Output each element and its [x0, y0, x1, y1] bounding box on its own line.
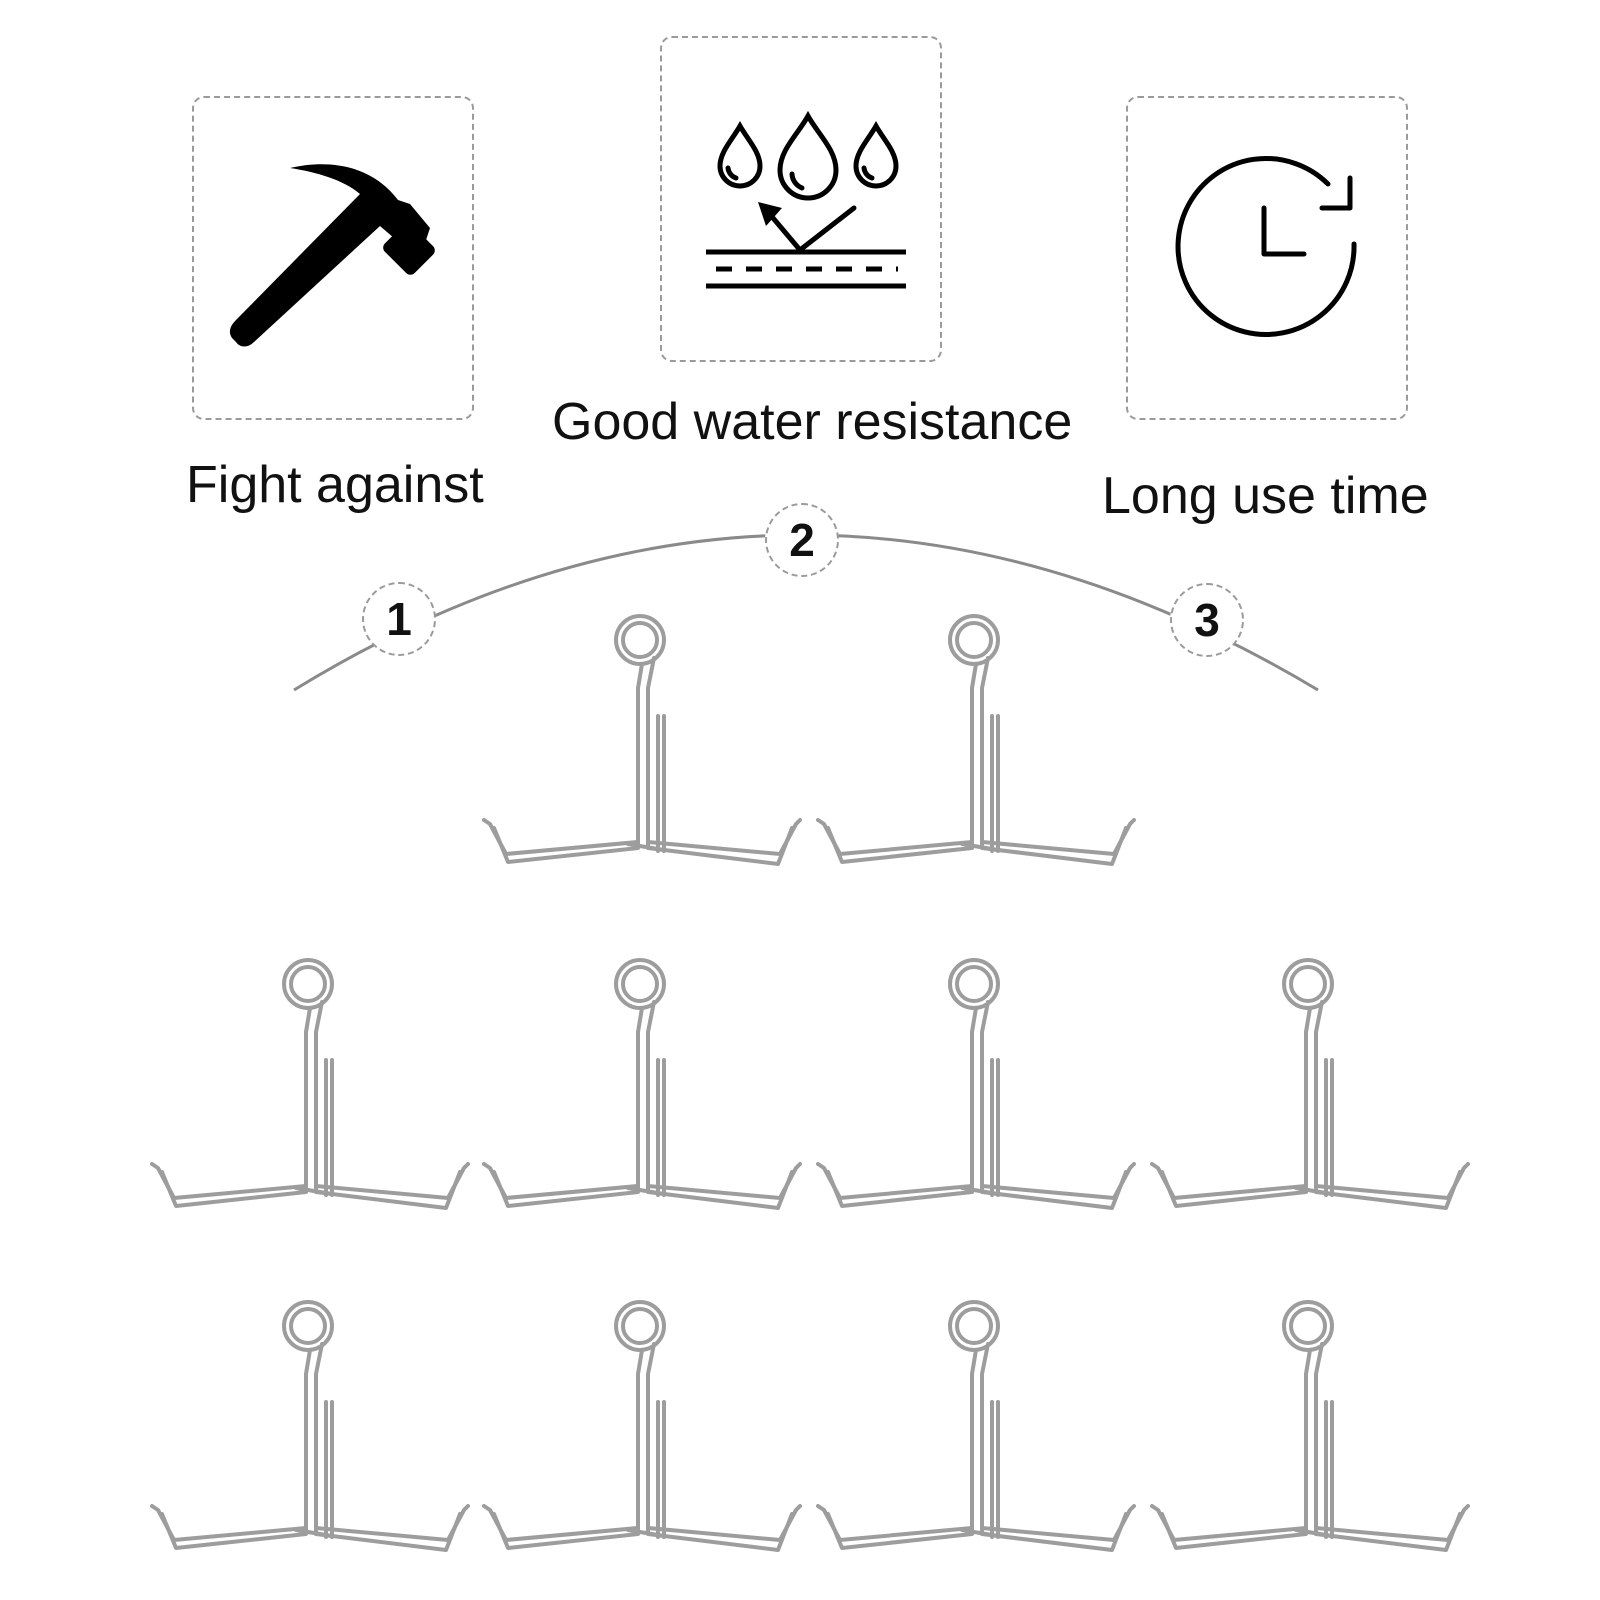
wire-hook [146, 1292, 476, 1567]
step-badge-1: 1 [362, 582, 436, 656]
wire-hook [146, 950, 476, 1225]
step-badge-3: 3 [1170, 583, 1244, 657]
wire-hook [478, 1292, 808, 1567]
wire-hook [1146, 950, 1476, 1225]
wire-hook [1146, 1292, 1476, 1567]
feature-card-long-use-time [1126, 96, 1408, 420]
feature-label-fight-against: Fight against [186, 456, 484, 514]
clock-refresh-icon [1175, 155, 1357, 337]
wire-hook [812, 606, 1142, 881]
wire-hook [812, 1292, 1142, 1567]
hammer-icon [229, 164, 435, 347]
wire-hook [478, 950, 808, 1225]
step-badge-2: 2 [765, 503, 839, 577]
feature-card-water-resistance [660, 36, 942, 362]
wire-hook [478, 606, 808, 881]
wire-hook [812, 950, 1142, 1225]
feature-label-water-resistance: Good water resistance [552, 393, 1073, 451]
feature-label-long-use-time: Long use time [1102, 467, 1429, 525]
water-drops-icon [706, 110, 906, 289]
feature-card-fight-against [192, 96, 474, 420]
